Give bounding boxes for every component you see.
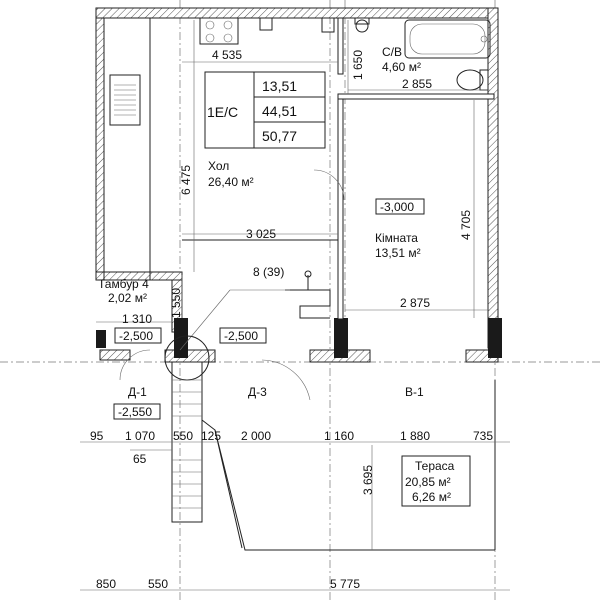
dim-hall-depth: 6 475 bbox=[179, 165, 193, 195]
stairs-label: 8 (39) bbox=[253, 265, 284, 279]
unit-area-0: 13,51 bbox=[262, 78, 297, 94]
hall-level-box bbox=[219, 327, 267, 344]
unit-code: 1Е/С bbox=[207, 104, 238, 120]
dim-room-depth: 4 705 bbox=[459, 210, 473, 240]
dim-bath-height: 1 650 bbox=[351, 50, 365, 80]
vestibule-name: Тамбур 4 bbox=[98, 277, 149, 291]
vestibule-area: 2,02 м² bbox=[108, 291, 147, 305]
kitchen bbox=[103, 17, 335, 281]
dim-r1-small: 65 bbox=[133, 452, 147, 466]
entrance-level-box bbox=[113, 403, 161, 420]
room-name: Кімната bbox=[375, 231, 418, 245]
room-area: 13,51 м² bbox=[375, 246, 421, 260]
area-table bbox=[204, 71, 326, 149]
dim-r1-2: 550 bbox=[173, 429, 193, 443]
terrace-outline bbox=[201, 380, 496, 551]
dim-room-width: 2 875 bbox=[400, 296, 430, 310]
vestibule-level-box bbox=[114, 327, 162, 344]
entrance-level: -2,550 bbox=[118, 405, 152, 419]
dim-bottom-2: 5 775 bbox=[330, 577, 360, 591]
dim-r1-4: 2 000 bbox=[241, 429, 271, 443]
dim-r1-6: 1 880 bbox=[400, 429, 430, 443]
door-d1: Д-1 bbox=[128, 385, 147, 399]
dim-vestibule-depth: 1 550 bbox=[169, 288, 183, 318]
dim-vestibule-width: 1 310 bbox=[122, 312, 152, 326]
dim-bath-width: 2 855 bbox=[402, 77, 432, 91]
dim-terrace-depth: 3 695 bbox=[361, 465, 375, 495]
dimension-lines bbox=[80, 20, 510, 591]
hall-name: Хол bbox=[208, 159, 229, 173]
stairs bbox=[179, 270, 331, 351]
dim-r1-1: 1 070 bbox=[125, 429, 155, 443]
vestibule-level: -2,500 bbox=[119, 329, 153, 343]
dim-r1-7: 735 bbox=[473, 429, 493, 443]
terrace-name: Тераса bbox=[415, 459, 455, 473]
dim-kitchen-width: 4 535 bbox=[212, 48, 242, 62]
room-level: -3,000 bbox=[380, 200, 414, 214]
dim-hall-width: 3 025 bbox=[246, 227, 276, 241]
dim-bottom-0: 850 bbox=[96, 577, 116, 591]
hall-area: 26,40 м² bbox=[208, 175, 254, 189]
unit-area-2: 50,77 bbox=[262, 128, 297, 144]
bath-name: С/В bbox=[382, 45, 402, 59]
dim-r1-0: 95 bbox=[90, 429, 104, 443]
unit-area-1: 44,51 bbox=[262, 103, 297, 119]
bath-area: 4,60 м² bbox=[382, 60, 421, 74]
room-level-box bbox=[375, 198, 425, 215]
window-w1: В-1 bbox=[405, 385, 424, 399]
terrace-area-1: 20,85 м² bbox=[405, 475, 451, 489]
door-d3: Д-3 bbox=[248, 385, 267, 399]
columns bbox=[96, 318, 502, 358]
dim-r1-5: 1 160 bbox=[324, 429, 354, 443]
terrace-area-2: 6,26 м² bbox=[412, 490, 451, 504]
dim-r1-3: 125 bbox=[201, 429, 221, 443]
door-swings bbox=[119, 169, 345, 401]
hall-level: -2,500 bbox=[224, 329, 258, 343]
dim-bottom-1: 550 bbox=[148, 577, 168, 591]
outer-walls bbox=[95, 7, 499, 363]
